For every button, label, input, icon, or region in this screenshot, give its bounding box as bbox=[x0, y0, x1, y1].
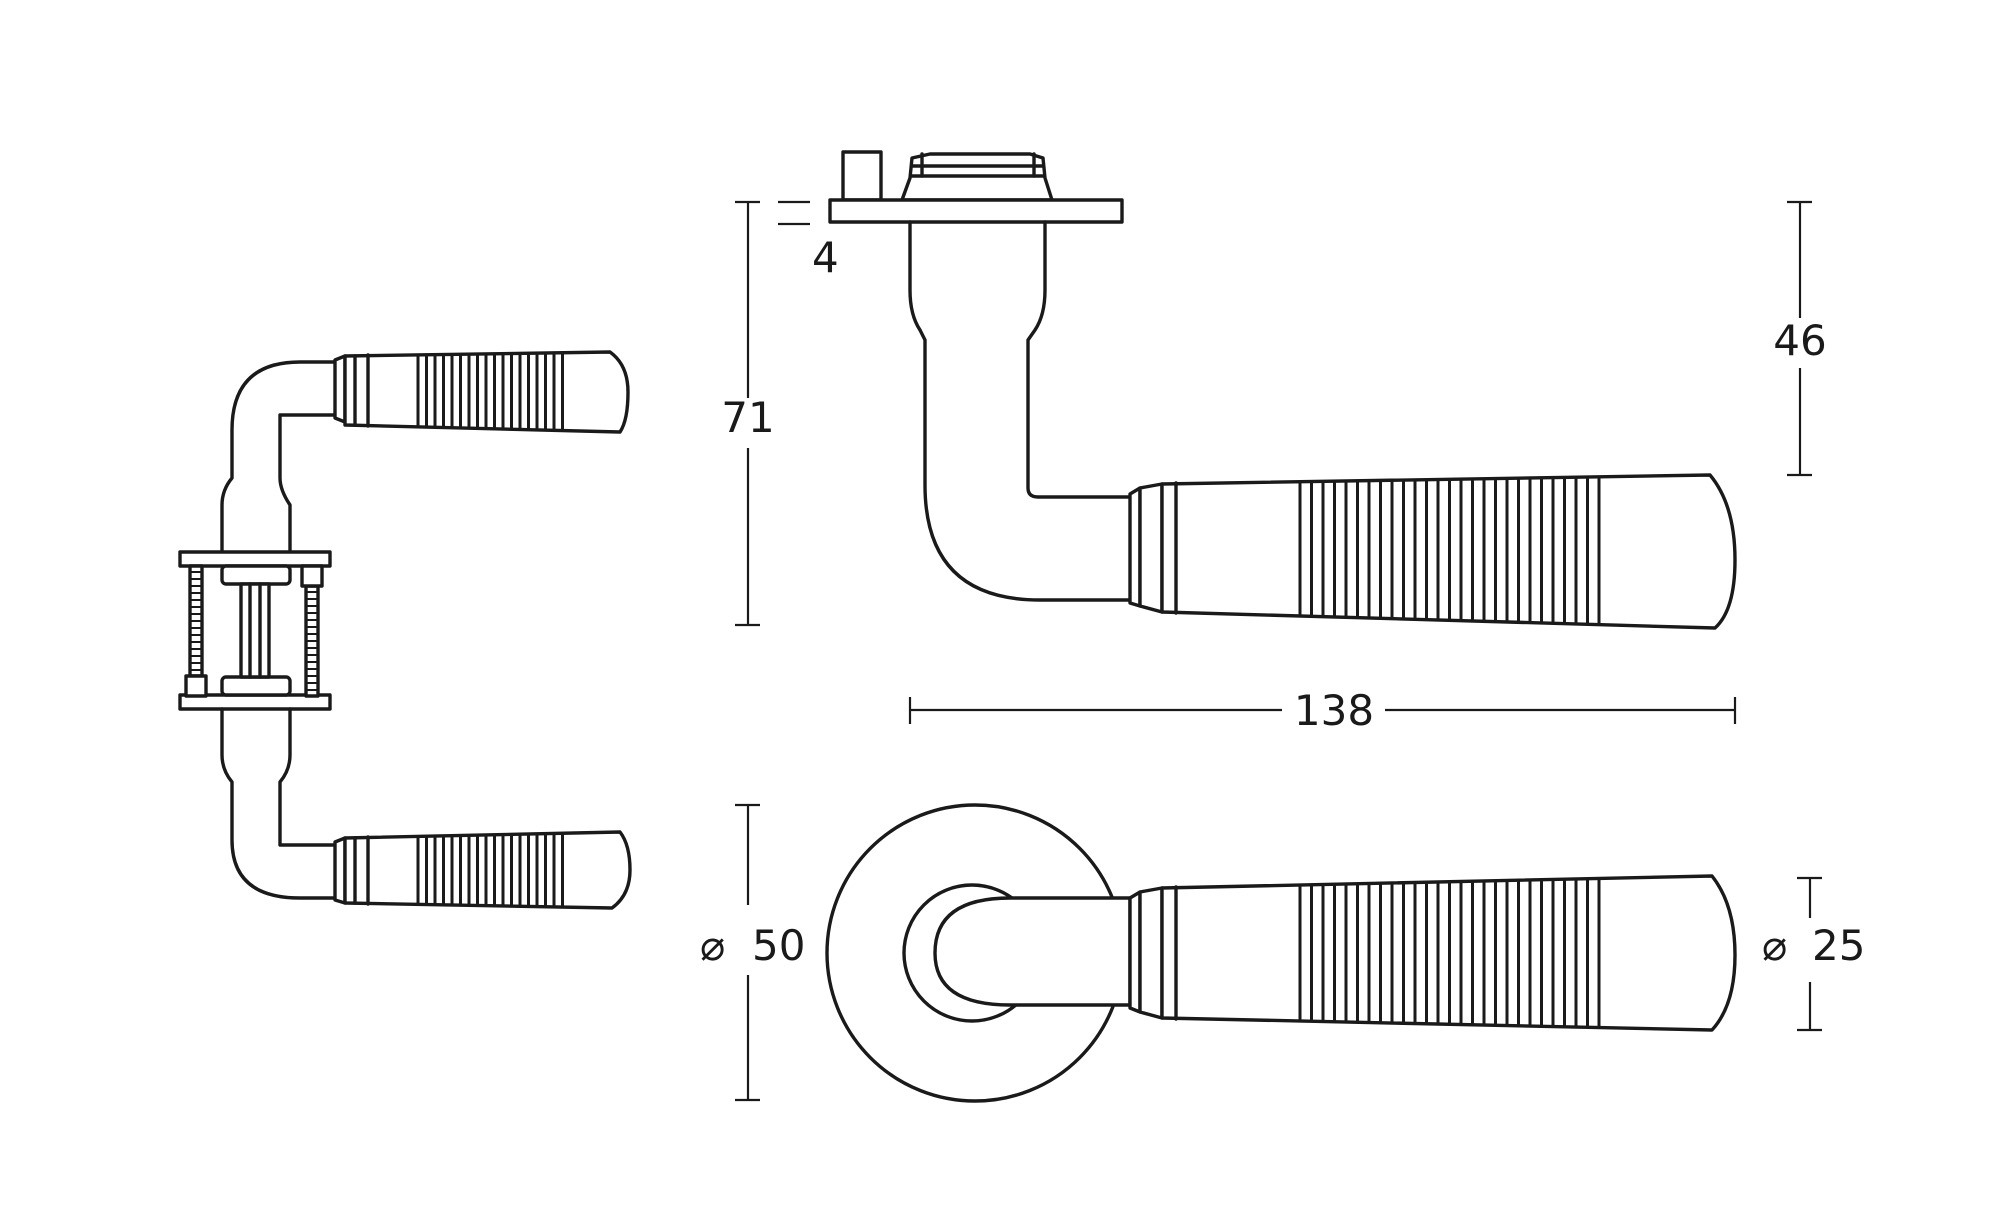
dimension-annotations: 4 71 46 138 bbox=[700, 200, 1865, 1102]
grip-diameter-symbol: ⌀ bbox=[1762, 921, 1787, 970]
upper-rose-plate bbox=[178, 550, 332, 568]
upper-lever-neck bbox=[220, 360, 337, 554]
dimension-lever-height: 46 bbox=[1773, 200, 1827, 477]
dimension-rose-diameter: ⌀ 50 bbox=[700, 803, 805, 1102]
lever-pair-view bbox=[178, 350, 632, 910]
lever-length-label: 138 bbox=[1294, 686, 1374, 735]
rose-thickness-label: 4 bbox=[812, 233, 839, 282]
dimension-grip-diameter: ⌀ 25 bbox=[1762, 876, 1865, 1032]
dimension-total-height: 71 bbox=[721, 200, 775, 627]
lower-lever-grip bbox=[333, 830, 632, 910]
rose-plate bbox=[828, 198, 1124, 224]
lower-boss bbox=[220, 675, 292, 697]
upper-boss bbox=[220, 564, 292, 586]
upper-lever-grip bbox=[333, 350, 630, 434]
total-height-label: 71 bbox=[721, 393, 774, 442]
dimension-rose-thickness: 4 bbox=[778, 200, 839, 282]
rose-diameter-symbol: ⌀ bbox=[700, 921, 725, 970]
positioning-pin bbox=[841, 150, 883, 202]
grip-diameter-label: 25 bbox=[1812, 921, 1865, 970]
plan-view bbox=[825, 803, 1737, 1103]
dimension-lever-length: 138 bbox=[908, 686, 1737, 735]
spindle bbox=[239, 582, 271, 679]
lever-height-label: 46 bbox=[1773, 316, 1826, 365]
lower-lever-neck bbox=[220, 707, 337, 900]
side-elevation-view bbox=[828, 150, 1737, 630]
rose-diameter-label: 50 bbox=[752, 921, 805, 970]
lever-body bbox=[908, 220, 1132, 602]
